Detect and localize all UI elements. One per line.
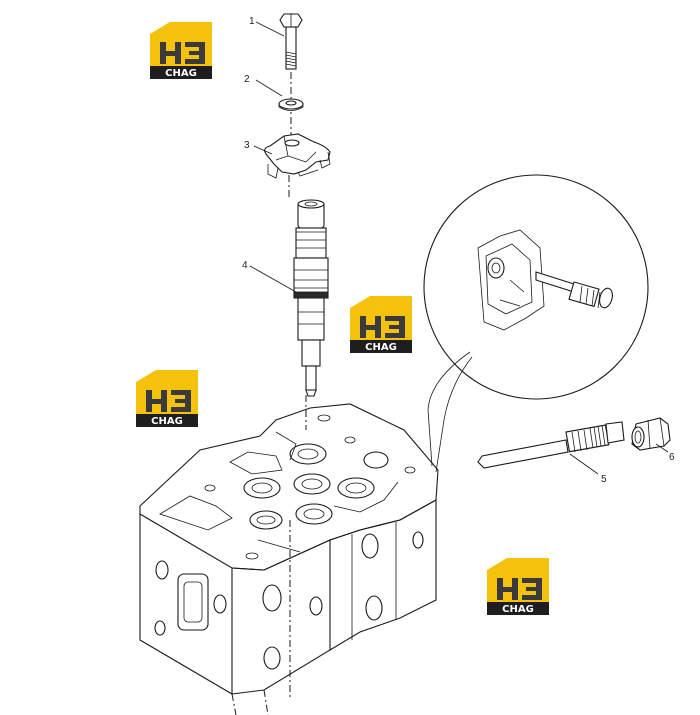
watermark-logo-4: CHAG — [487, 558, 549, 615]
callout-6: 6 — [669, 452, 675, 463]
watermark-logo-3: CHAG — [136, 370, 198, 427]
watermark-logo-2: CHAG — [350, 296, 412, 353]
callout-4: 4 — [242, 260, 248, 271]
watermark-caption: CHAG — [502, 604, 534, 615]
watermark-logo-1: CHAG — [150, 22, 212, 79]
cylinder-head-block — [139, 403, 439, 715]
injector-part-4 — [293, 199, 329, 397]
sleeve-part-5 — [477, 421, 625, 469]
washer-part-2 — [278, 98, 304, 111]
callout-3: 3 — [244, 140, 250, 151]
inset-connector-line — [435, 356, 473, 473]
callout-5: 5 — [601, 474, 607, 485]
bolt-part-1 — [279, 13, 303, 70]
clamp-part-3 — [264, 133, 331, 179]
inset-connector-line — [427, 351, 471, 467]
callout-2: 2 — [244, 74, 250, 85]
watermark-caption: CHAG — [365, 342, 397, 353]
nut-part-6 — [631, 417, 671, 451]
watermark-caption: CHAG — [151, 416, 183, 427]
leader-lines — [249, 21, 669, 475]
callout-1: 1 — [249, 16, 255, 27]
watermark-caption: CHAG — [165, 68, 197, 79]
detail-inset — [423, 174, 649, 400]
